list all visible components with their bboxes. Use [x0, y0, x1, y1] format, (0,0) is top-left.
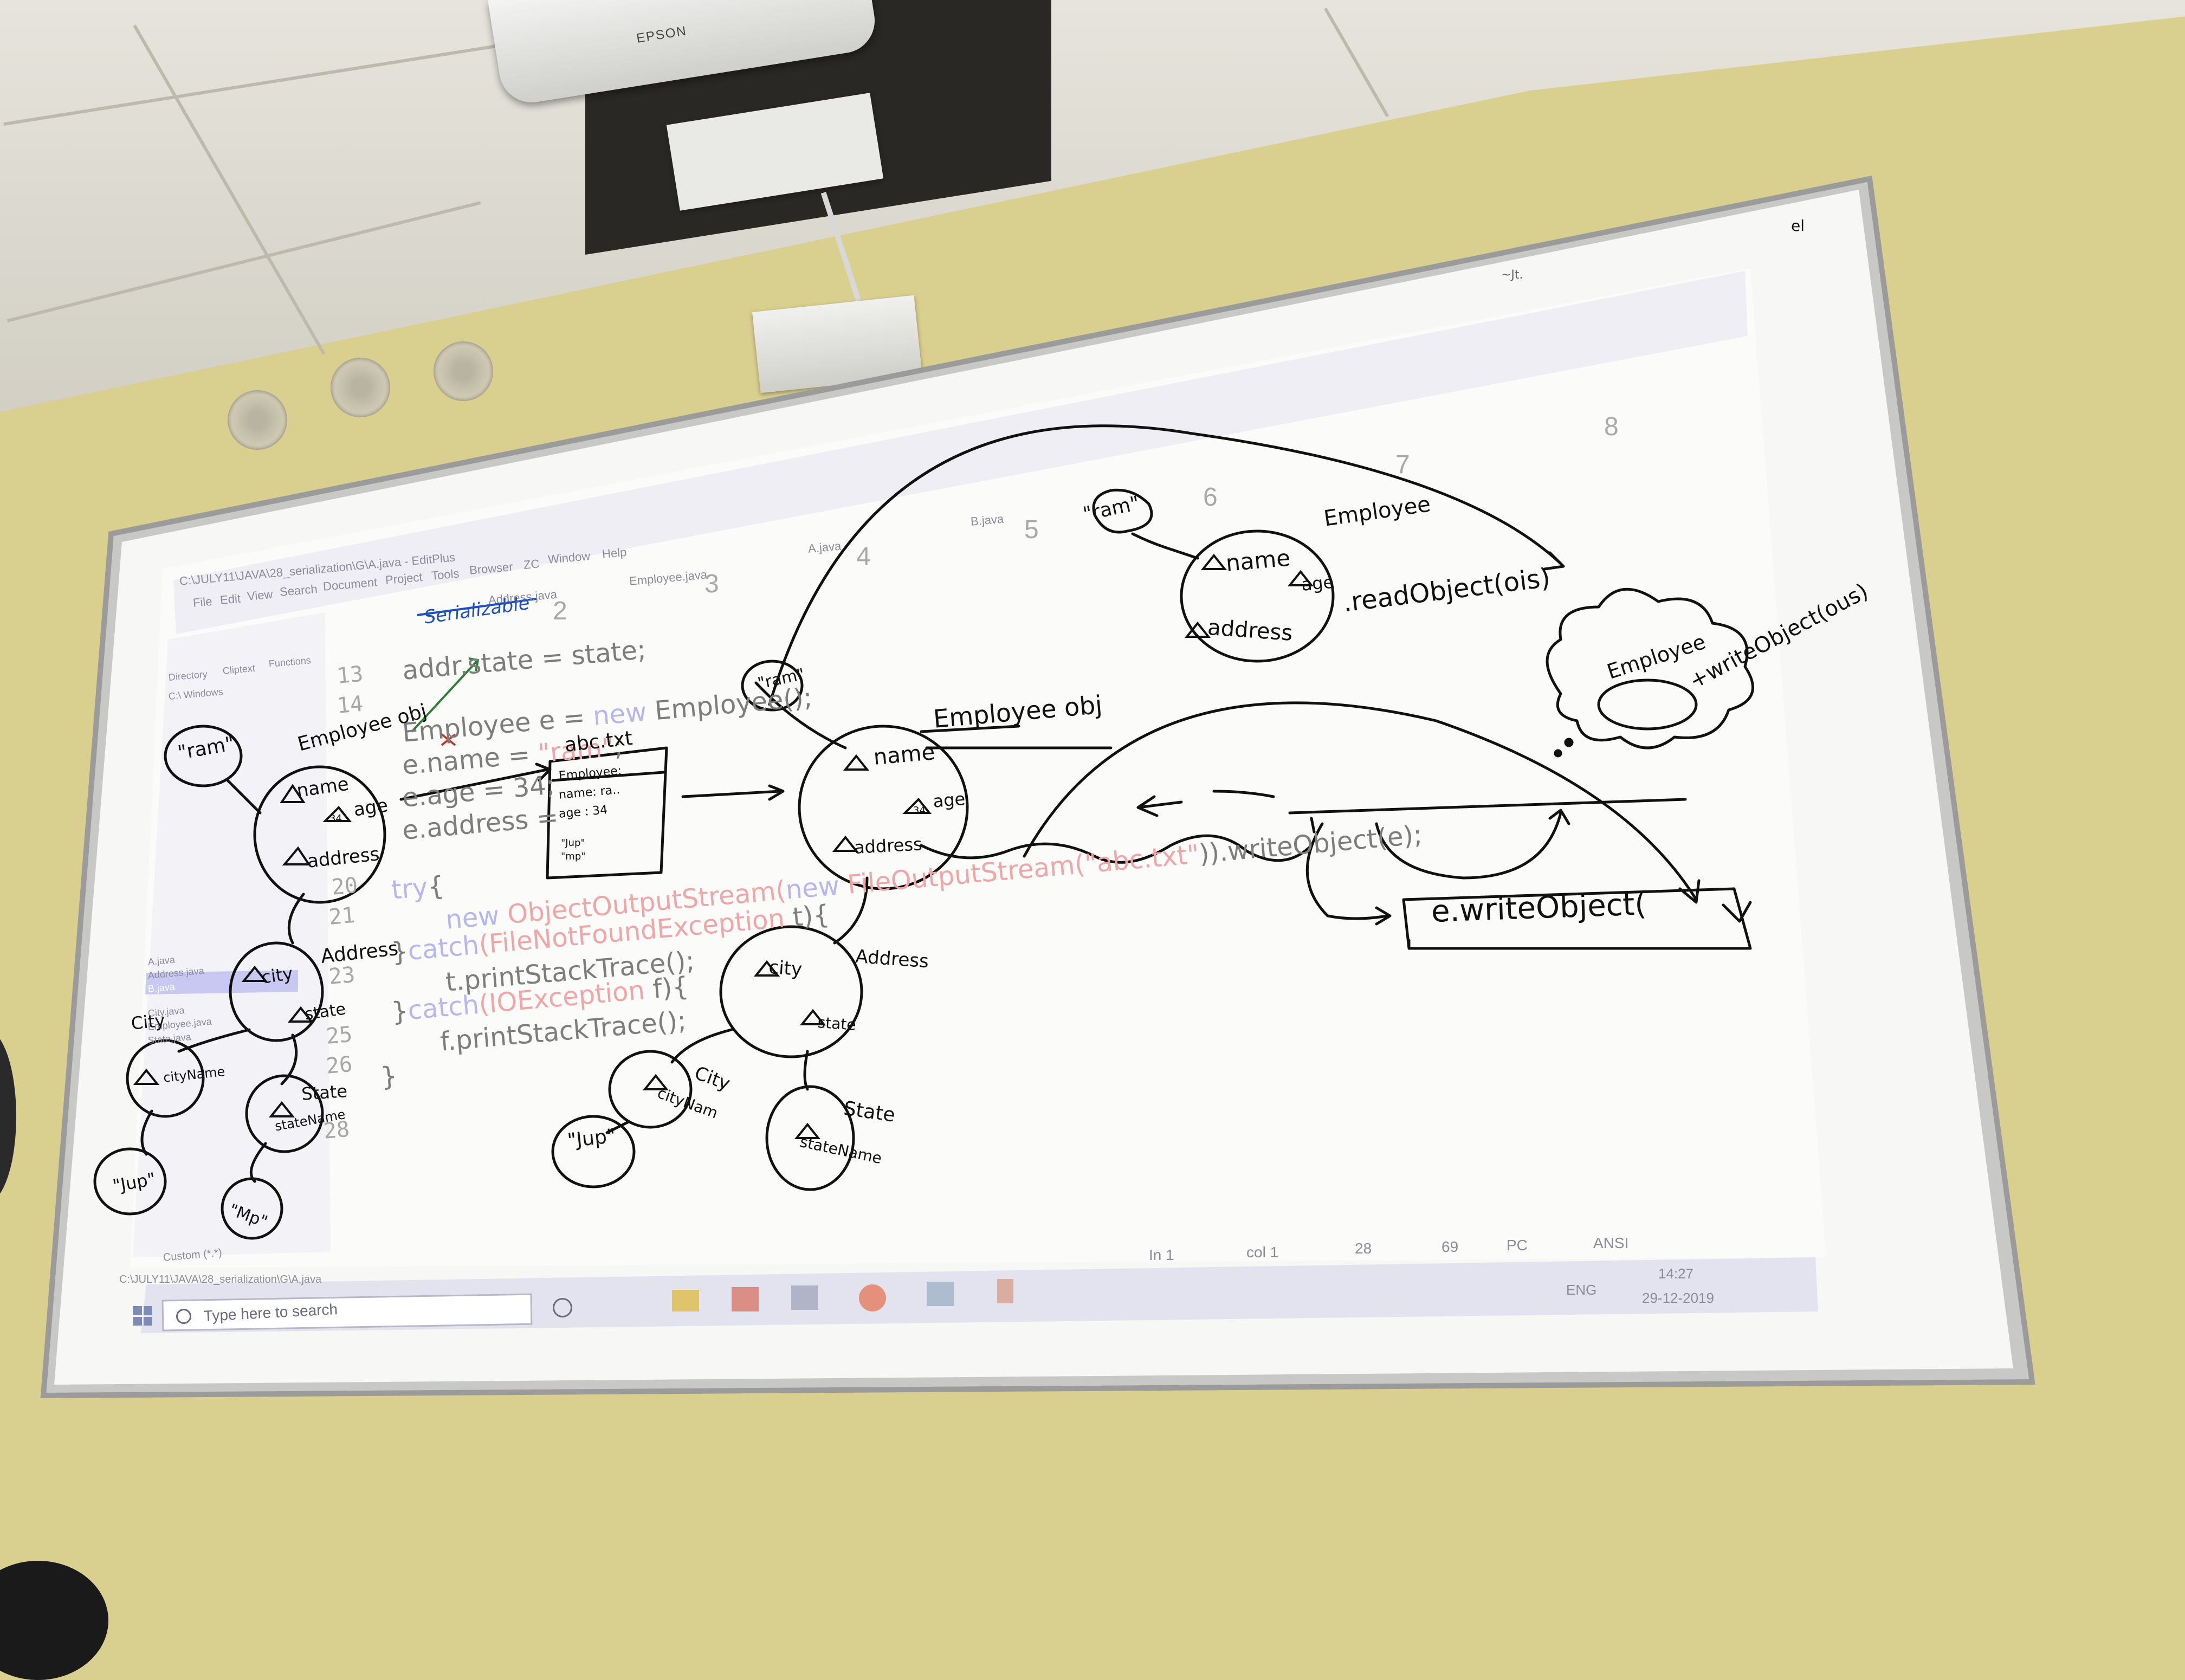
hand-e-write-object: e.writeObject(	[1431, 887, 1647, 929]
hand-state-label-left: State	[301, 1081, 348, 1104]
line-number: 14	[336, 691, 364, 719]
editor-menu-tools[interactable]: Tools	[431, 566, 460, 583]
code-text: f){	[643, 971, 690, 1005]
ruler-mark: 8	[1604, 412, 1619, 441]
ruler-mark: 2	[553, 597, 567, 625]
editor-menu-zc[interactable]: ZC	[523, 557, 540, 572]
code-line-26: }	[379, 1061, 398, 1092]
taskbar-language[interactable]: ENG	[1566, 1282, 1597, 1298]
ruler-mark: 7	[1395, 450, 1410, 479]
hand-name-center: name	[872, 740, 936, 770]
taskbar-date[interactable]: 29-12-2019	[1642, 1290, 1714, 1306]
editor-menu-file[interactable]: File	[192, 594, 213, 610]
hand-age-top: age	[1301, 571, 1335, 595]
hand-corner-mark: el	[1791, 217, 1805, 235]
line-number: 21	[328, 902, 356, 930]
editor-menu-edit[interactable]: Edit	[219, 591, 241, 607]
code-keyword: try	[390, 872, 429, 906]
code-text: }	[390, 996, 410, 1028]
hand-name-top: name	[1225, 544, 1291, 577]
status-value: 28	[1355, 1240, 1372, 1257]
windows-start-icon[interactable]	[133, 1306, 152, 1326]
cortana-icon[interactable]	[553, 1298, 572, 1317]
code-text: {	[426, 870, 446, 902]
hand-city-center: city	[768, 957, 803, 981]
hand-age-val-left: 34	[329, 813, 342, 824]
editor-menu-view[interactable]: View	[247, 587, 274, 603]
sidebar-file-b-java[interactable]: B.java	[147, 981, 176, 994]
hand-city-left: city	[260, 962, 294, 988]
status-mode: PC	[1507, 1237, 1528, 1253]
line-number: 20	[331, 873, 359, 900]
hand-state-center: state	[817, 1013, 857, 1034]
status-path: C:\JULY11\JAVA\28_serialization\G\A.java	[119, 1274, 322, 1285]
code-text: }	[379, 1061, 399, 1093]
line-number: 26	[325, 1051, 353, 1079]
editor-menu-help[interactable]: Help	[602, 545, 628, 561]
search-icon	[176, 1309, 191, 1324]
code-line-20: try{	[390, 871, 445, 906]
ceiling-speaker	[331, 358, 390, 417]
tab-a-java[interactable]: A.java	[807, 539, 842, 555]
whiteboard	[40, 176, 2035, 1399]
status-line: In 1	[1149, 1246, 1174, 1263]
ruler-mark: 5	[1024, 515, 1039, 544]
status-col: col 1	[1246, 1244, 1279, 1261]
ceiling-speaker	[228, 390, 287, 450]
status-encoding: ANSI	[1593, 1235, 1629, 1251]
hand-age-center: age	[932, 788, 966, 812]
taskbar-time[interactable]: 14:27	[1658, 1265, 1694, 1282]
tab-b-java[interactable]: B.java	[970, 512, 1005, 528]
ruler-mark: 3	[704, 570, 719, 598]
hand-file-mp: "mp"	[561, 851, 586, 862]
ruler-mark: 6	[1203, 483, 1218, 512]
line-number: 25	[325, 1022, 353, 1049]
hand-top-right-note: ~Jt.	[1501, 268, 1523, 282]
hand-city-label-left: City	[130, 1010, 166, 1034]
hand-age-val-center: 34	[913, 805, 926, 816]
line-number: 13	[336, 661, 364, 689]
sidebar-file-a-java[interactable]: A.java	[147, 954, 176, 967]
ceiling-speaker	[434, 341, 493, 401]
code-keyword: catch	[406, 989, 481, 1026]
hand-address-center: address	[854, 833, 923, 858]
code-text: t){	[783, 899, 831, 934]
hand-file-jup: "Jup"	[561, 837, 585, 849]
code-keyword: catch	[406, 929, 481, 967]
ruler-mark: 4	[856, 542, 871, 571]
status-value: 69	[1441, 1238, 1459, 1255]
code-keyword: new	[591, 696, 648, 732]
